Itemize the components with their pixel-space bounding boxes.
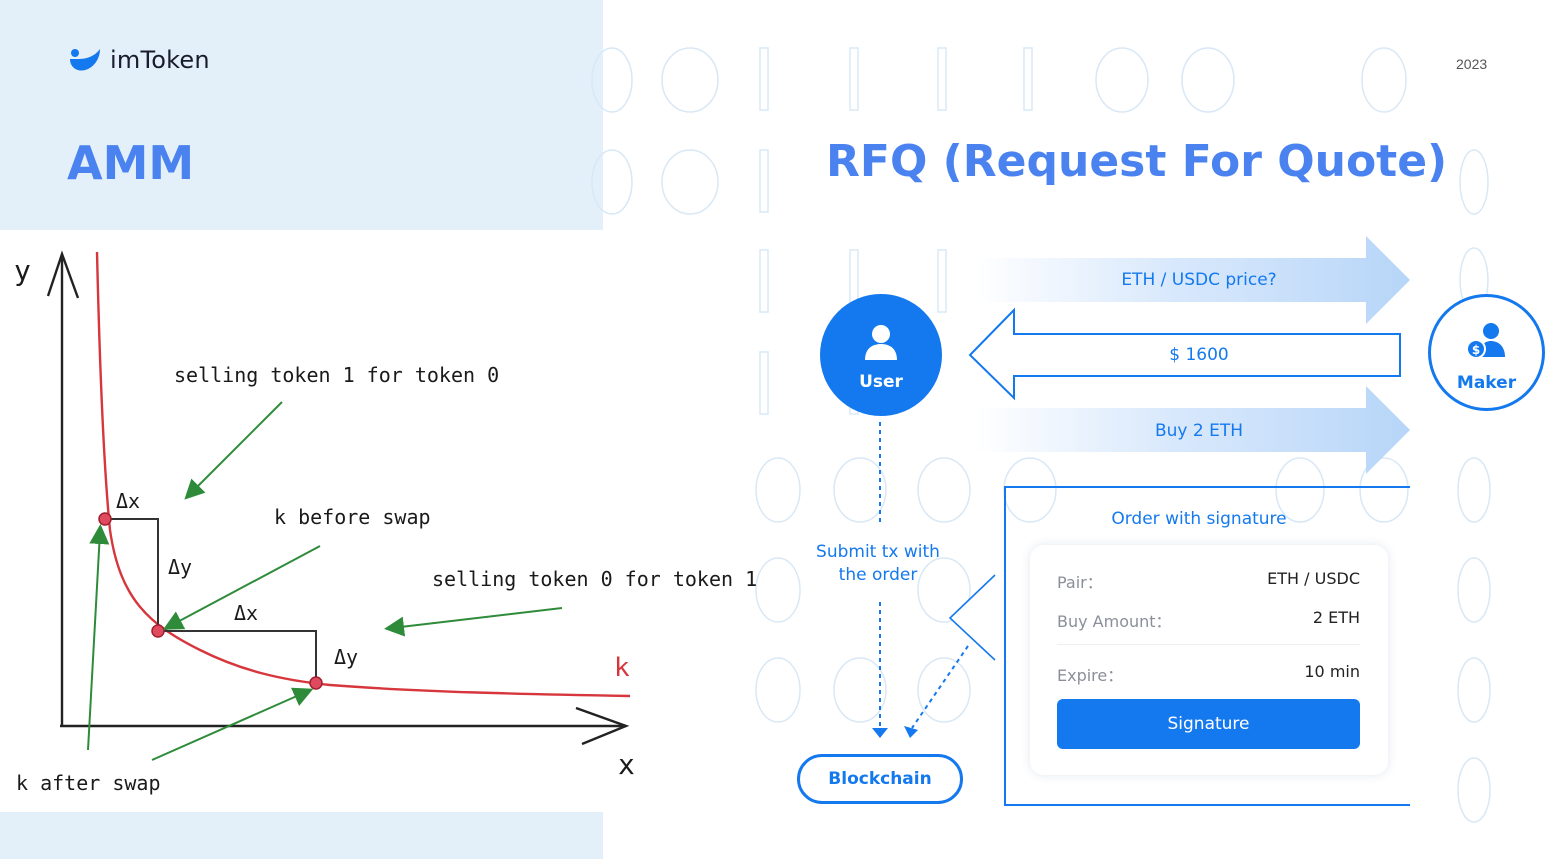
arrow-k-after-2 bbox=[151, 687, 314, 761]
user-label: User bbox=[859, 372, 903, 392]
order-row-amount: Buy Amount： 2 ETH bbox=[1057, 608, 1360, 632]
pair-key: Pair： bbox=[1057, 573, 1103, 592]
y-axis-arrowhead bbox=[46, 250, 80, 299]
label-selling-0-for-1: selling token 0 for token 1 bbox=[432, 567, 757, 591]
submit-tx-label: Submit tx with the order bbox=[800, 541, 956, 587]
order-card: Pair： ETH / USDC Buy Amount： 2 ETH Expir… bbox=[1030, 545, 1388, 775]
k-curve-label: k bbox=[614, 653, 630, 683]
delta-x-2: Δx bbox=[234, 601, 258, 625]
amm-footer-panel bbox=[0, 812, 603, 859]
label-k-after: k after swap bbox=[16, 771, 161, 795]
amm-curve-diagram: y x k Δx Δy Δx Δy selling token 1 for to… bbox=[14, 250, 757, 795]
expire-value: 10 min bbox=[1304, 662, 1360, 681]
amm-header-panel bbox=[0, 0, 603, 230]
order-title: Order with signature bbox=[1111, 509, 1287, 529]
signature-button[interactable]: Signature bbox=[1057, 699, 1360, 749]
dashed-arrowhead-diag bbox=[904, 726, 918, 738]
y-axis-label: y bbox=[14, 254, 31, 287]
order-row-pair: Pair： ETH / USDC bbox=[1057, 569, 1360, 593]
imtoken-logo-icon bbox=[70, 49, 100, 71]
step-2 bbox=[158, 630, 317, 683]
label-selling-1-for-0: selling token 1 for token 0 bbox=[174, 363, 499, 387]
imtoken-logo: imToken bbox=[68, 46, 210, 74]
dashed-arrowhead-down bbox=[872, 728, 888, 738]
order-row-expire: Expire： 10 min bbox=[1057, 662, 1360, 686]
arrow-k-after-1 bbox=[87, 524, 110, 751]
rfq-title: RFQ (Request For Quote) bbox=[826, 136, 1448, 187]
arrow-selling-1 bbox=[184, 401, 283, 500]
submit-tx-line1: Submit tx with bbox=[816, 542, 940, 562]
amm-title: AMM bbox=[67, 136, 195, 190]
maker-label: Maker bbox=[1456, 373, 1517, 393]
arrow-buy-label: Buy 2 ETH bbox=[1154, 421, 1244, 441]
blockchain-node: Blockchain bbox=[797, 754, 963, 804]
label-k-before: k before swap bbox=[274, 505, 431, 529]
point-b bbox=[151, 624, 165, 638]
point-c bbox=[309, 676, 323, 690]
pair-value: ETH / USDC bbox=[1267, 569, 1360, 588]
user-icon bbox=[865, 325, 897, 360]
arrow-price-label: ETH / USDC price? bbox=[1121, 270, 1277, 290]
delta-y-2: Δy bbox=[334, 645, 358, 669]
user-node: User bbox=[820, 294, 942, 416]
order-callout-pointer bbox=[948, 574, 996, 661]
arrow-price-request bbox=[975, 236, 1410, 324]
x-axis-label: x bbox=[618, 748, 635, 781]
svg-text:$: $ bbox=[1472, 343, 1480, 357]
order-bracket bbox=[1004, 486, 1410, 806]
arrow-buy bbox=[975, 386, 1410, 474]
arrow-price-quote bbox=[968, 307, 1401, 401]
expire-key: Expire： bbox=[1057, 666, 1124, 685]
step-1 bbox=[105, 518, 159, 631]
dashed-line-order bbox=[911, 645, 969, 729]
delta-x-1: Δx bbox=[116, 489, 140, 513]
arrow-selling-0 bbox=[384, 607, 563, 637]
order-divider bbox=[1057, 644, 1360, 645]
year-label: 2023 bbox=[1456, 56, 1488, 72]
k-curve bbox=[95, 251, 631, 698]
x-axis-arrowhead bbox=[575, 706, 630, 746]
maker-node: $ Maker bbox=[1428, 294, 1545, 411]
maker-icon: $ bbox=[1466, 323, 1505, 359]
delta-y-1: Δy bbox=[168, 555, 192, 579]
submit-tx-line2: the order bbox=[838, 565, 918, 585]
amount-value: 2 ETH bbox=[1312, 608, 1360, 627]
amount-key: Buy Amount： bbox=[1057, 612, 1172, 631]
arrow-quote-label: $ 1600 bbox=[1169, 345, 1229, 365]
arrow-k-before bbox=[162, 545, 321, 630]
logo-text: imToken bbox=[110, 46, 210, 74]
